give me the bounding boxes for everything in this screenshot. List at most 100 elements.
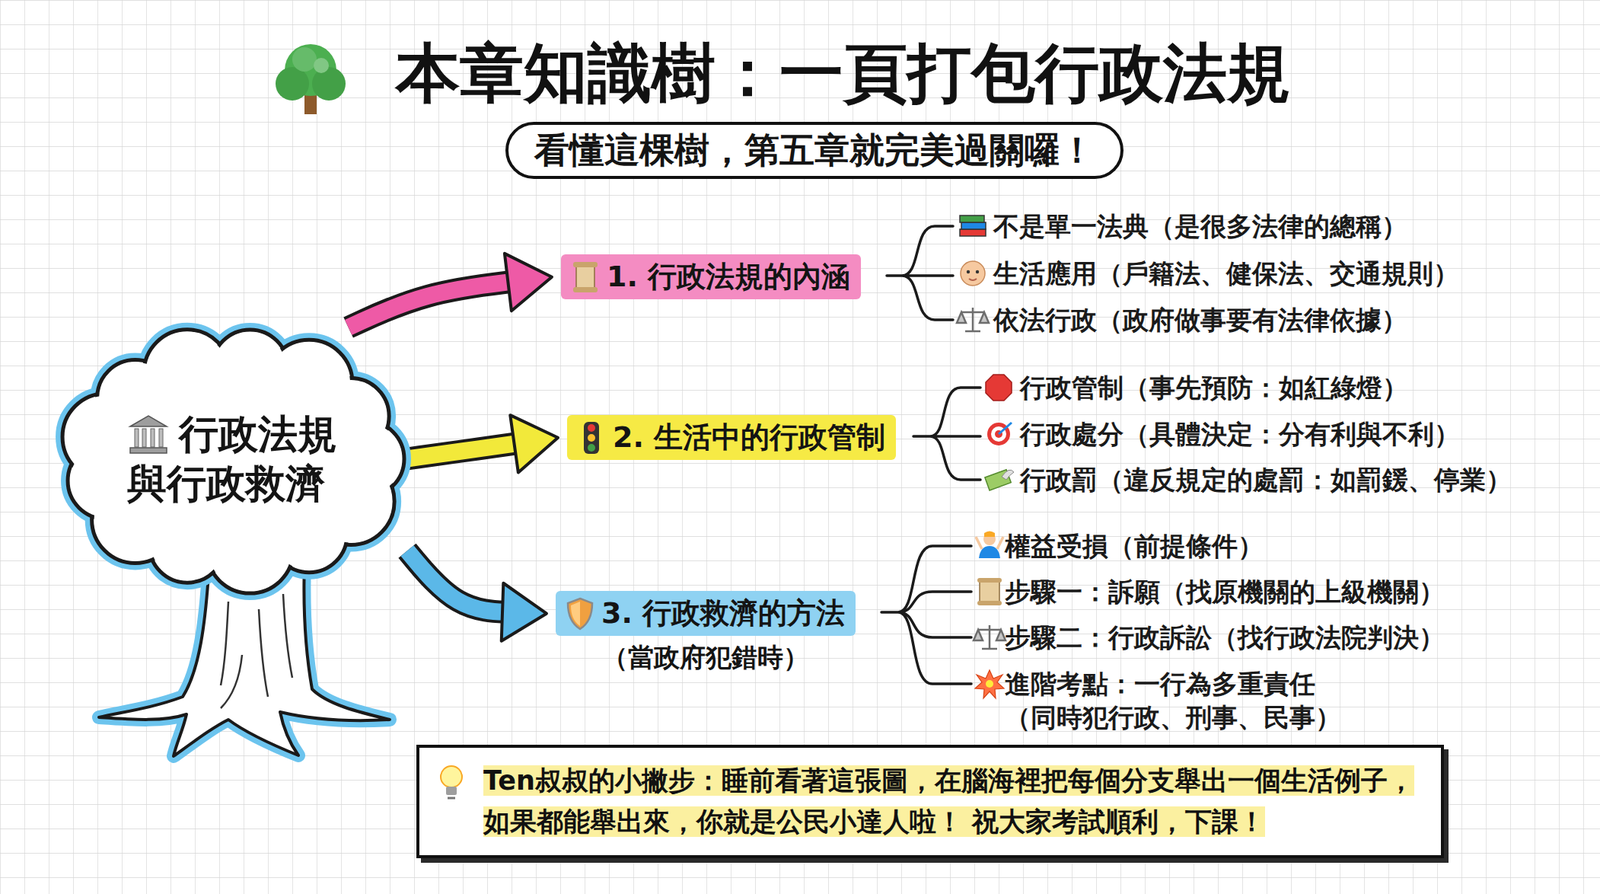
leaf-label: 行政罰（違反規定的處罰：如罰鍰、停業） — [1019, 462, 1512, 497]
leaf-label: 行政管制（事先預防：如紅綠燈） — [1019, 370, 1409, 405]
bracket-lines — [913, 387, 981, 480]
node-text: 3. 行政救濟的方法 — [555, 590, 856, 636]
bulb-icon — [436, 762, 467, 803]
arrow-outline — [407, 442, 526, 459]
bulb-icon — [447, 796, 456, 800]
tree-icon — [292, 47, 317, 72]
scroll-icon — [979, 580, 1000, 603]
explosion-icon — [985, 679, 994, 688]
tip-box: Ten叔叔的小撇步：睡前看著這張圖，在腦海裡把每個分支舉出一個生活例子， 如果都… — [416, 744, 1444, 858]
money-icon — [984, 469, 1014, 491]
baby-icon — [960, 261, 985, 286]
leaf-label: 進階考點：一行為多重責任 （同時犯行政、刑事、民事） — [1004, 666, 1346, 734]
scroll-icon — [573, 286, 598, 293]
node-text: 2. 生活中的行政管制 — [567, 414, 896, 460]
arrow-outline — [407, 550, 515, 612]
target-icon — [998, 422, 1012, 434]
leaf-label: 步驟二：行政訴訟（找行政法院判決） — [1004, 620, 1445, 654]
arrow-head — [509, 414, 558, 472]
branch-band: 2. 生活中的行政管制 — [567, 414, 896, 460]
cloud-shape — [62, 329, 405, 593]
person-icon — [975, 536, 1004, 549]
leaf-label: 步驟一：訴願（找原機關的上級機關） — [1004, 574, 1445, 609]
cloud-shape — [64, 331, 402, 591]
scroll-icon — [573, 261, 598, 268]
scales-icon — [973, 624, 1006, 649]
baby-icon — [966, 270, 970, 274]
scroll-icon — [977, 600, 1002, 606]
light-icon — [587, 423, 596, 432]
museum-icon — [159, 428, 163, 447]
cloud-shape — [62, 329, 405, 593]
scales-icon — [956, 307, 989, 332]
museum-icon — [134, 428, 139, 447]
target-icon — [987, 422, 1012, 446]
bracket-lines — [881, 545, 972, 684]
museum-icon — [130, 447, 167, 453]
tree-trunk — [220, 593, 293, 708]
museum-icon — [142, 428, 147, 447]
books-icon — [959, 229, 986, 236]
cloud-text-wrap: 行政法規 與行政救濟 — [127, 409, 342, 509]
branch-arrow — [407, 414, 558, 472]
branch-arrow — [348, 253, 552, 328]
bracket-lines — [881, 226, 981, 684]
scroll-icon — [576, 264, 595, 290]
books-icon — [959, 215, 985, 223]
stop-icon — [985, 374, 1012, 401]
arrow-head — [504, 253, 552, 311]
shield-icon — [570, 601, 581, 626]
light-icon — [587, 443, 596, 452]
books-icon — [961, 222, 986, 230]
museum-icon — [150, 428, 155, 447]
leaf-label: 不是單一法典（是很多法律的總稱） — [993, 209, 1408, 243]
branch-band: 3. 行政救濟的方法 （當政府犯錯時） — [555, 590, 856, 675]
baby-icon — [968, 278, 977, 281]
baby-icon — [960, 261, 985, 286]
museum-icon — [127, 412, 170, 457]
node-text: 看懂這棵樹，第五章就完美過關囉！ — [534, 129, 1095, 172]
arrow-outline — [348, 280, 521, 328]
tip-text-wrap: Ten叔叔的小撇步：睡前看著這張圖，在腦海裡把每個分支舉出一個生活例子， 如果都… — [483, 759, 1420, 843]
arrow-shaft — [407, 550, 515, 612]
branch-band: 1. 行政法規的內涵 — [560, 254, 861, 300]
leaf-label: 行政處分（具體決定：分有利與不利） — [1019, 417, 1460, 451]
scales-icon — [956, 312, 989, 323]
tree-icon — [313, 57, 329, 74]
arrow-shaft — [348, 280, 521, 328]
branch-arrow — [407, 550, 547, 641]
scales-icon — [973, 629, 1006, 641]
scroll-icon — [570, 260, 601, 294]
title: 本章知識樹：一頁打包行政法規 — [395, 36, 1291, 111]
tree-icon — [275, 66, 310, 101]
node-subtext: （當政府犯錯時） — [602, 640, 810, 674]
light-icon — [583, 421, 600, 454]
books-icon — [959, 215, 986, 236]
arrow-shaft — [407, 442, 526, 459]
light-icon — [587, 433, 596, 442]
money-icon — [1001, 469, 1014, 480]
person-icon — [984, 531, 995, 538]
node-text: Ten叔叔的小撇步：睡前看著這張圖，在腦海裡把每個分支舉出一個生活例子， 如果都… — [483, 764, 1415, 837]
leaf-label: 生活應用（戶籍法、健保法、交通規則） — [993, 256, 1460, 291]
bulb-icon — [440, 765, 463, 788]
subtitle-pill: 看懂這棵樹，第五章就完美過關囉！ — [505, 121, 1124, 179]
explosion-icon — [975, 669, 1004, 699]
node-text: 1. 行政法規的內涵 — [560, 254, 861, 300]
shield-icon — [564, 596, 596, 631]
cloud-shape — [60, 327, 408, 590]
cloud-shape — [101, 366, 367, 551]
baby-icon — [975, 270, 979, 274]
scroll-icon — [977, 577, 1002, 583]
bulb-icon — [446, 786, 457, 795]
light-icon — [576, 420, 607, 455]
tree-icon — [275, 44, 346, 115]
scroll-icon — [977, 577, 1002, 606]
bracket-lines — [886, 226, 953, 320]
leaf-label: 權益受損（前提條件） — [1004, 529, 1264, 563]
tree-icon — [312, 66, 346, 101]
explosion-icon — [975, 669, 1004, 699]
person-icon — [975, 531, 1004, 559]
cloud-node: 行政法規 與行政救濟 — [60, 327, 408, 590]
leaf-label: 依法行政（政府做事要有法律依據） — [993, 302, 1408, 337]
